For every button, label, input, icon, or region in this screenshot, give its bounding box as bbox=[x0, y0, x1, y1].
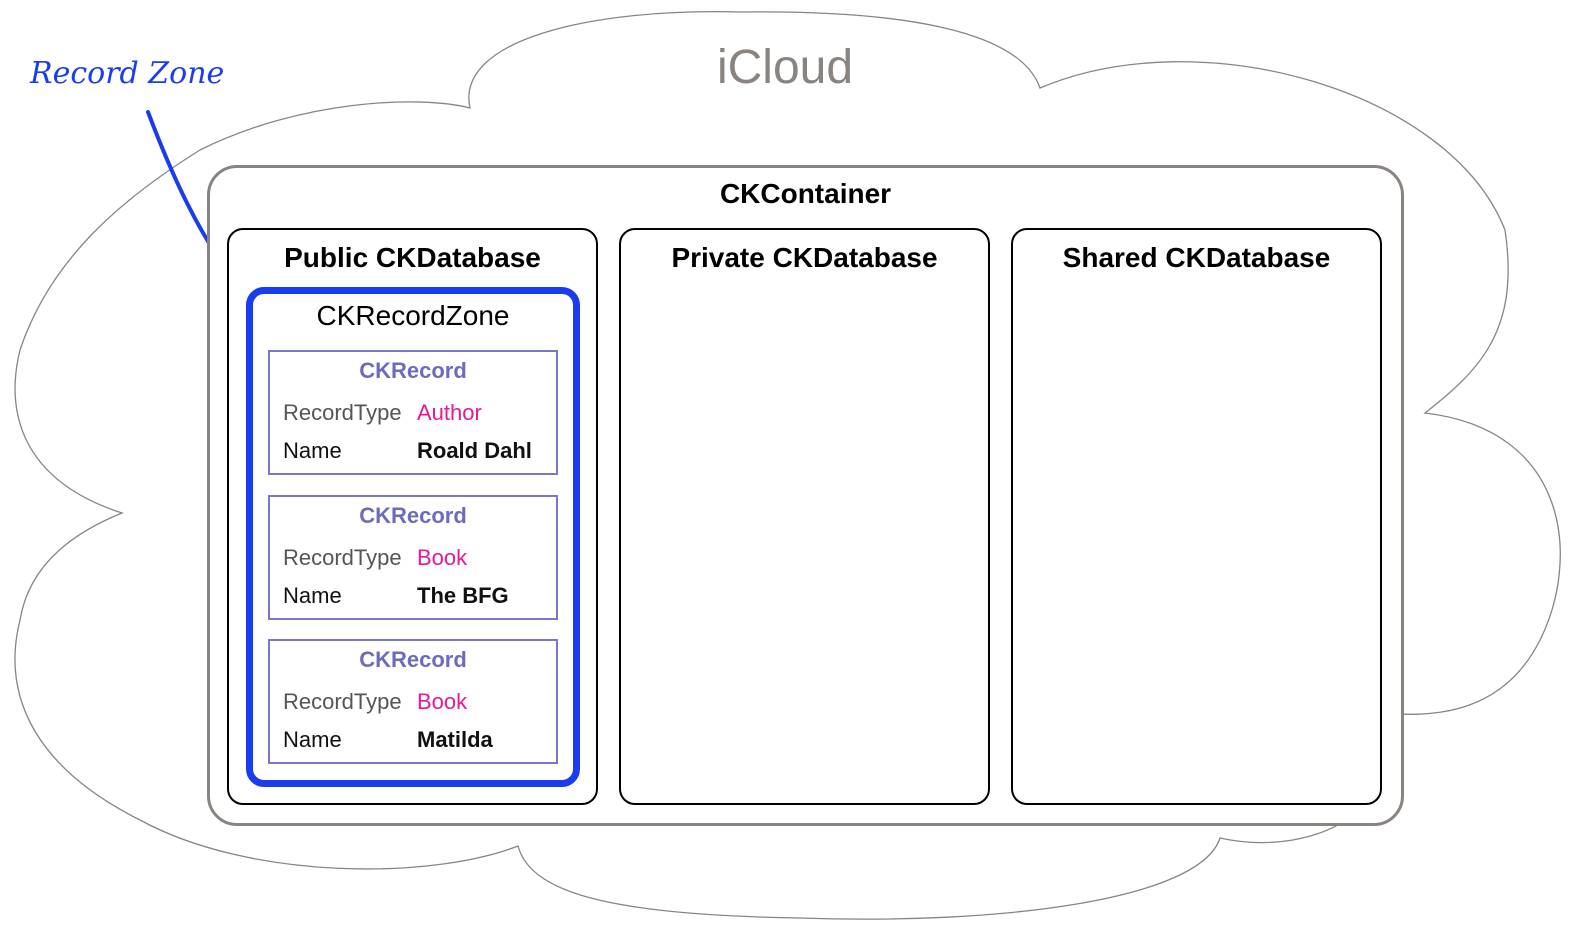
record-name-value: Matilda bbox=[417, 727, 493, 752]
private-database-title: Private CKDatabase bbox=[671, 242, 938, 273]
record-zone-title: CKRecordZone bbox=[316, 300, 510, 331]
record-card: CKRecord RecordType Author Name Roald Da… bbox=[268, 350, 558, 475]
record-card: CKRecord RecordType Book Name The BFG bbox=[268, 495, 558, 620]
record-type-key: RecordType bbox=[283, 400, 402, 425]
record-title: CKRecord bbox=[359, 503, 467, 528]
record-card: CKRecord RecordType Book Name Matilda bbox=[268, 639, 558, 764]
record-type-key: RecordType bbox=[283, 689, 402, 714]
record-title: CKRecord bbox=[359, 647, 467, 672]
shared-database-box: Shared CKDatabase bbox=[1011, 228, 1382, 805]
ckcontainer-title: CKContainer bbox=[719, 178, 892, 209]
public-database-title: Public CKDatabase bbox=[284, 242, 541, 273]
record-name-value: The BFG bbox=[417, 583, 509, 608]
private-database-box: Private CKDatabase bbox=[619, 228, 990, 805]
record-name-key: Name bbox=[283, 727, 342, 752]
record-type-key: RecordType bbox=[283, 545, 402, 570]
record-type-value: Book bbox=[417, 689, 468, 714]
record-type-value: Author bbox=[417, 400, 482, 425]
record-name-key: Name bbox=[283, 583, 342, 608]
record-title: CKRecord bbox=[359, 358, 467, 383]
record-zone-annotation: Record Zone bbox=[30, 56, 225, 91]
shared-database-title: Shared CKDatabase bbox=[1062, 242, 1331, 273]
record-name-key: Name bbox=[283, 438, 342, 463]
record-type-value: Book bbox=[417, 545, 468, 570]
record-name-value: Roald Dahl bbox=[417, 438, 532, 463]
icloud-title: iCloud bbox=[716, 41, 854, 94]
